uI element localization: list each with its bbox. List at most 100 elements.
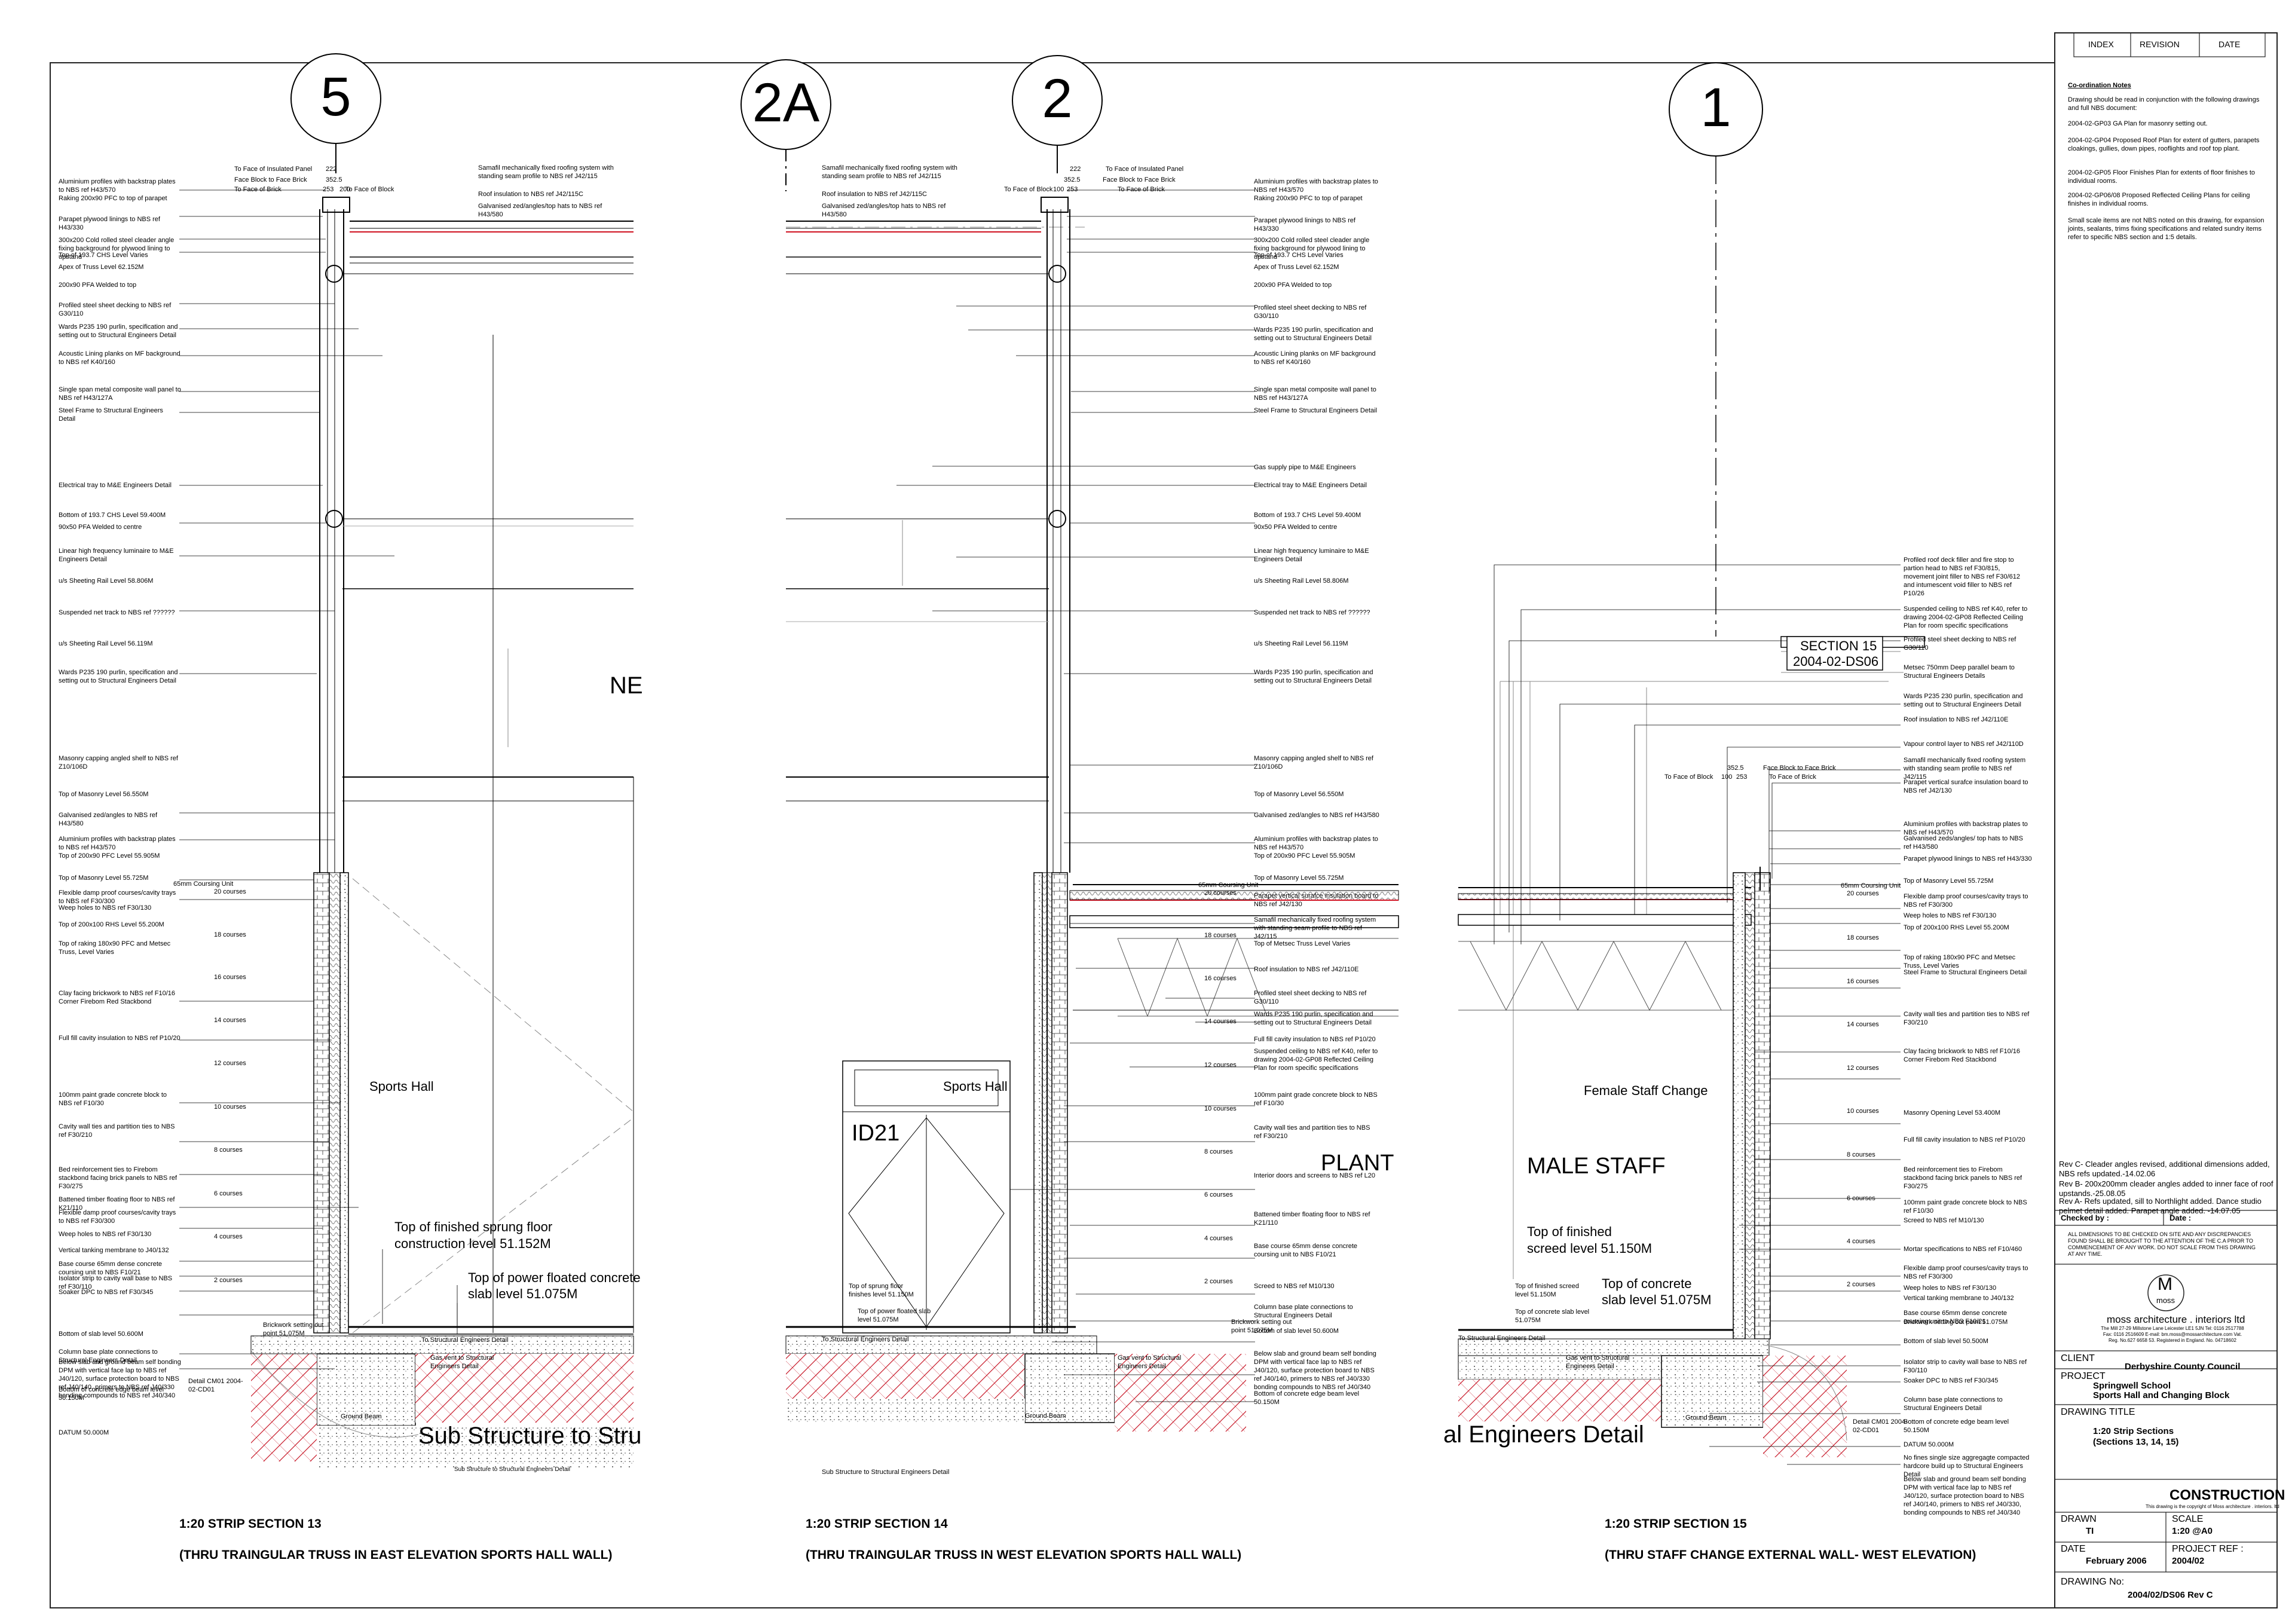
labels-s14-item: Top of Metsec Truss Level Varies xyxy=(1254,940,1351,947)
labels-s15-item: Galvanised zeds/angles/ top hats to NBS … xyxy=(1904,835,2023,851)
labels-s15-item: Weep holes to NBS ref F30/130 xyxy=(1904,1284,1997,1292)
labels-s13-item: Soaker DPC to NBS ref F30/345 xyxy=(59,1289,154,1296)
labels-s14-item: Wards P235 190 purlin, specification and… xyxy=(1254,669,1373,684)
course-label: 16 courses xyxy=(214,974,246,981)
labels-s13-item: Clay facing brickwork to NBS ref F10/16 … xyxy=(59,990,176,1005)
tb-drawn: TI xyxy=(2086,1526,2094,1536)
labels-s15-item: Flexible damp proof courses/cavity trays… xyxy=(1904,1265,2028,1280)
labels-s15-item: Suspended ceiling to NBS ref K40, refer … xyxy=(1904,605,2028,629)
grid-label-1: 1 xyxy=(1700,77,1731,138)
tb-scale: 1:20 @A0 xyxy=(2172,1526,2213,1536)
labels-s13-item: Aluminium profiles with backstrap plates… xyxy=(59,178,176,194)
labels-s15-item: Vapour control layer to NBS ref J42/110D xyxy=(1904,741,2024,748)
labels-s13-item: Masonry capping angled shelf to NBS ref … xyxy=(59,755,178,770)
course-label: 10 courses xyxy=(1204,1105,1237,1112)
labels-s15-item: Below slab and ground beam self bonding … xyxy=(1904,1476,2026,1516)
s15-detail-ref: Detail CM01 2004-02-CD01 xyxy=(1853,1418,1908,1434)
tb-rev-a: Rev A- Refs updated, sill to Northlight … xyxy=(2059,1197,2262,1215)
labels-s14-item: Roof insulation to NBS ref J42/110E xyxy=(1254,966,1359,973)
labels-s15-item: Column base plate connections to Structu… xyxy=(1904,1396,2003,1412)
course-label: 20 courses xyxy=(1204,889,1237,897)
labels-s15-item: No fines single size aggregagte compacte… xyxy=(1904,1454,2030,1478)
s15-level-b: Top of concrete slab level 51.075M xyxy=(1515,1308,1590,1324)
dim-s14-6: 253 xyxy=(1067,186,1078,193)
labels-s14-item: Top of Masonry Level 55.725M xyxy=(1254,874,1344,882)
s14-left-label-2: Galvanised zed/angles/top hats to NBS re… xyxy=(822,203,946,218)
section-14-leaders xyxy=(896,189,1255,1402)
course-label: 8 courses xyxy=(214,1146,243,1154)
dim-s14-5: 352.5 xyxy=(1064,176,1081,183)
tb-project-2: Sports Hall and Changing Block xyxy=(2093,1390,2230,1400)
labels-s15-item: Vertical tanking membrane to J40/132 xyxy=(1904,1295,2014,1302)
labels-s14-item: Aluminium profiles with backstrap plates… xyxy=(1254,178,1378,194)
room-sports-hall-13: Sports Hall xyxy=(369,1079,434,1094)
tb-status: CONSTRUCTION xyxy=(2169,1487,2285,1503)
dim-s14-2: To Face of Block xyxy=(1004,186,1053,193)
tb-warning: ALL DIMENSIONS TO BE CHECKED ON SITE AND… xyxy=(2068,1231,2256,1257)
s13-floor-level-c: Top of power floated concrete xyxy=(468,1270,641,1285)
labels-s14-item: Galvanised zed/angles to NBS ref H43/580 xyxy=(1254,812,1379,819)
course-label: 2 courses xyxy=(214,1277,243,1284)
dim-s13-7: 200 xyxy=(339,186,351,193)
section-15-subtitle: (THRU STAFF CHANGE EXTERNAL WALL- WEST E… xyxy=(1605,1548,1976,1562)
tb-drawing-title-1: 1:20 Strip Sections xyxy=(2093,1426,2174,1436)
labels-s13-item: 300x200 Cold rolled steel cleader angle … xyxy=(59,237,175,261)
s14-ground-beam: Ground Beam xyxy=(1025,1412,1066,1420)
course-label: 6 courses xyxy=(1847,1195,1875,1202)
course-label: 18 courses xyxy=(214,931,246,938)
course-label: 14 courses xyxy=(1847,1021,1879,1028)
course-label: 65mm Coursing Unit xyxy=(1841,882,1901,889)
tb-note-4: 2004-02-GP06/08 Proposed Reflected Ceili… xyxy=(2068,192,2250,207)
labels-s13-item: Profiled steel sheet decking to NBS ref … xyxy=(59,302,172,317)
labels-s14-item: 200x90 PFA Welded to top xyxy=(1254,282,1332,289)
tb-project-ref-label: PROJECT REF : xyxy=(2172,1544,2244,1554)
s13-top-label-1: Roof insulation to NBS ref J42/115C xyxy=(478,191,583,198)
labels-s15-item: Samafil mechanically fixed roofing syste… xyxy=(1904,757,2026,781)
labels-s14-item: 300x200 Cold rolled steel cleader angle … xyxy=(1254,237,1370,261)
room-sports-hall-14: Sports Hall xyxy=(943,1079,1008,1094)
dim-s13-3: To Face of Block xyxy=(345,186,394,193)
labels-s15-item: Bottom of concrete edge beam level 50.15… xyxy=(1904,1418,2009,1434)
labels-s15-item: Full fill cavity insulation to NBS ref P… xyxy=(1904,1136,2025,1143)
dim-s15-2: To Face of Block xyxy=(1664,773,1713,781)
labels-s13-item: Full fill cavity insulation to NBS ref P… xyxy=(59,1035,180,1042)
labels-s14-item: Top of 200x90 PFC Level 55.905M xyxy=(1254,852,1355,860)
labels-s15-item: Parapet vertical surafce insulation boar… xyxy=(1904,779,2028,794)
grid-label-2a: 2A xyxy=(752,72,820,133)
labels-s14-item: Base course 65mm dense concrete coursing… xyxy=(1254,1243,1358,1258)
tb-firm: moss architecture . interiors ltd xyxy=(2107,1314,2245,1325)
labels-s14-item: Bottom of concrete edge beam level 50.15… xyxy=(1254,1390,1360,1406)
labels-s15-item: Metsec 750mm Deep parallel beam to Struc… xyxy=(1904,664,2015,680)
labels-s14-item: Below slab and ground beam self bonding … xyxy=(1254,1350,1376,1391)
labels-s14-item: 90x50 PFA Welded to centre xyxy=(1254,524,1338,531)
dim-s13-5: 352.5 xyxy=(326,176,342,183)
labels-s15-item: Top of raking 180x90 PFC and Metsec Trus… xyxy=(1904,954,2016,969)
section-15-title: 1:20 STRIP SECTION 15 xyxy=(1605,1517,1747,1531)
labels-s15-item: Flexible damp proof courses/cavity trays… xyxy=(1904,893,2028,909)
labels-s14-item: Cavity wall ties and partition ties to N… xyxy=(1254,1124,1370,1140)
labels-s15-item: Isolator strip to cavity wall base to NB… xyxy=(1904,1359,2027,1374)
labels-s14-item: Parapet vertical surafce insulation boar… xyxy=(1254,892,1379,908)
labels-s13-item: Aluminium profiles with backstrap plates… xyxy=(59,836,176,851)
labels-s15-item: Aluminium profiles with backstrap plates… xyxy=(1904,821,2028,836)
labels-s13-item: u/s Sheeting Rail Level 56.119M xyxy=(59,640,153,647)
s13-floor-level-d: slab level 51.075M xyxy=(468,1286,578,1301)
labels-s13-item: Top of Masonry Level 55.725M xyxy=(59,874,149,882)
labels-s13-item: Bottom of slab level 50.600M xyxy=(59,1331,143,1338)
tb-drawing-title-2: (Sections 13, 14, 15) xyxy=(2093,1437,2179,1447)
labels-s13-item: Bottom of 193.7 CHS Level 59.400M xyxy=(59,512,166,519)
labels-s13-item: Weep holes to NBS ref F30/130 xyxy=(59,1231,152,1238)
labels-s13-item: Below slab and ground beam self bonding … xyxy=(59,1359,181,1399)
labels-s14-item: Acoustic Lining planks on MF background … xyxy=(1254,350,1376,366)
labels-s14-item: Full fill cavity insulation to NBS ref P… xyxy=(1254,1036,1376,1043)
tb-drawing-no-label: DRAWING No: xyxy=(2061,1577,2125,1587)
s13-top-label-0: Samafil mechanically fixed roofing syste… xyxy=(478,164,614,180)
labels-s15-item: DATUM 50.000M xyxy=(1904,1441,1954,1448)
labels-s15-item: Roof insulation to NBS ref J42/110E xyxy=(1904,716,2009,723)
course-label: 14 courses xyxy=(1204,1018,1237,1025)
course-label: 4 courses xyxy=(1847,1238,1875,1245)
course-label: 18 courses xyxy=(1847,934,1879,941)
course-label: 10 courses xyxy=(214,1103,246,1111)
dim-s14-0: To Face of Insulated Panel xyxy=(1106,166,1184,173)
